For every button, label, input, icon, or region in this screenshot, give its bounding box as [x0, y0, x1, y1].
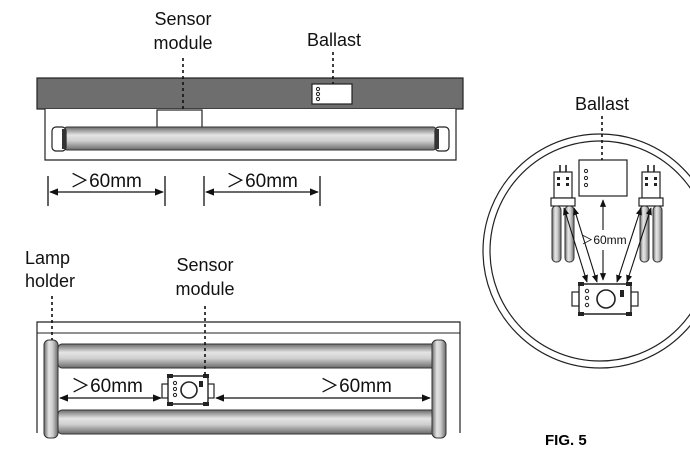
top-sensor-label-line1: Sensor	[154, 9, 211, 29]
ballast-terminal	[315, 86, 321, 92]
bottom-tube-lower	[57, 409, 441, 435]
lamp-holder-label-line1: Lamp	[25, 248, 70, 268]
ballast-terminal	[315, 96, 321, 102]
top-dimension-left	[47, 176, 166, 206]
round-ballast-label: Ballast	[575, 94, 629, 114]
top-dimension-right	[203, 176, 321, 206]
round-ballast	[578, 159, 628, 197]
ballast-terminal	[583, 182, 589, 188]
ballast-terminal	[315, 91, 321, 97]
top-fixture-housing	[36, 77, 464, 110]
lamp-holder-label-line2: holder	[25, 271, 75, 291]
top-lamp-cap-right-band	[435, 129, 439, 149]
figure-caption: FIG. 5	[545, 432, 587, 449]
bottom-sensor-label-line2: module	[175, 279, 234, 299]
ballast-terminal	[583, 168, 589, 174]
bottom-tube-upper	[57, 343, 441, 369]
top-ballast-label: Ballast	[307, 30, 361, 50]
bottom-dimension-left-text: ＞60mm	[71, 376, 143, 397]
top-tube	[63, 126, 437, 151]
bottom-sensor-label-line1: Sensor	[176, 255, 233, 275]
round-sensor-module	[571, 282, 639, 316]
round-fixture: ＞60mm	[482, 133, 690, 369]
round-dimension-text: ＞60mm	[581, 233, 626, 247]
top-dimension-left-text: ＞60mm	[70, 171, 142, 192]
bottom-sensor-module	[161, 374, 215, 406]
top-sensor-label-line2: module	[153, 33, 212, 53]
top-sensor-module	[156, 109, 203, 129]
top-ballast	[311, 83, 353, 105]
top-fixture	[36, 77, 464, 161]
lamp-holder-right	[431, 339, 447, 439]
lamp-holder-left	[43, 339, 59, 439]
top-lamp-cap-left-band	[62, 129, 66, 149]
bottom-dimension-right-text: ＞60mm	[320, 376, 392, 397]
ballast-terminal	[583, 175, 589, 181]
bottom-fixture	[36, 321, 461, 439]
round-distance-arrows	[563, 199, 652, 283]
top-dimension-right-text: ＞60mm	[226, 171, 298, 192]
